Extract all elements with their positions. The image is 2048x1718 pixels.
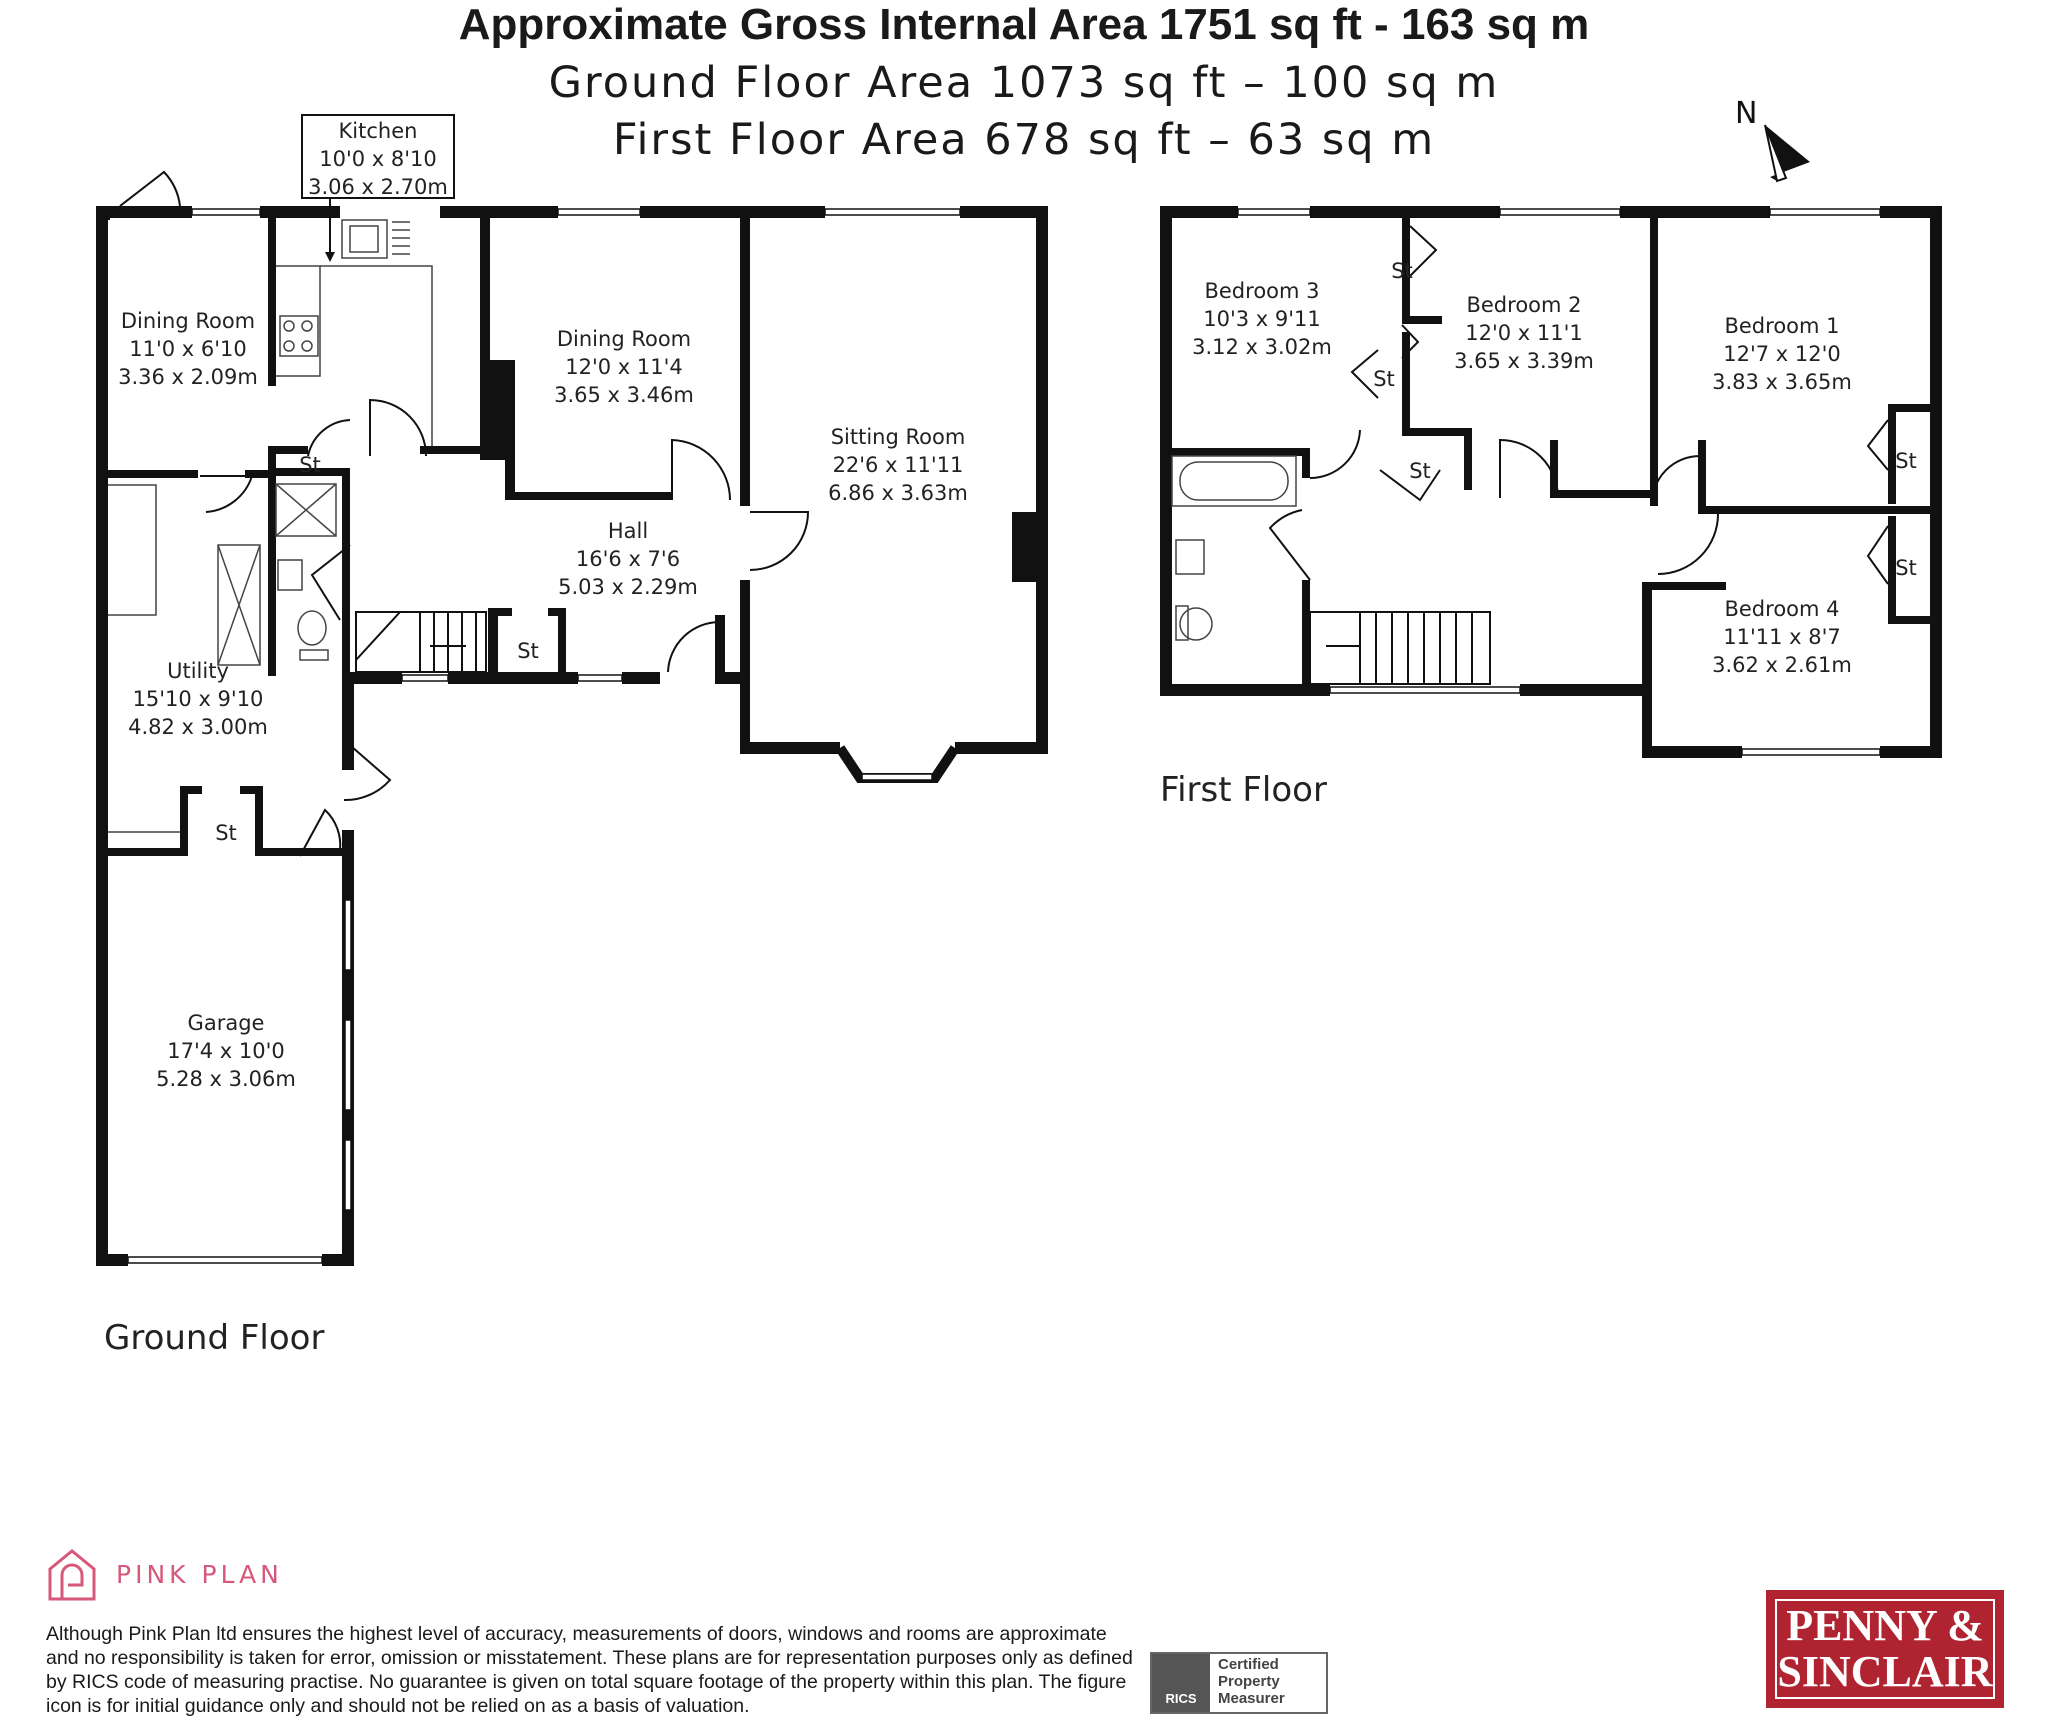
agent-line-2: SINCLAIR	[1777, 1647, 1993, 1696]
penny-sinclair-logo: PENNY & SINCLAIR	[1766, 1590, 2004, 1708]
first-bath-fittings	[1171, 455, 1297, 641]
storage-label: St	[299, 453, 321, 477]
ground-fittings	[108, 219, 433, 833]
ground-floor-walls	[96, 206, 1048, 1266]
storage-label: St	[1391, 259, 1413, 283]
rics-line: Measurer	[1218, 1690, 1285, 1707]
agent-line-1: PENNY &	[1786, 1601, 1984, 1650]
first-stairs	[1309, 611, 1491, 685]
storage-label: St	[517, 639, 539, 663]
disclaimer-text: Although Pink Plan ltd ensures the highe…	[46, 1623, 1133, 1717]
rics-line: Certified	[1218, 1656, 1279, 1673]
kitchen-callout	[301, 114, 455, 262]
ground-doors	[119, 170, 810, 857]
storage-label: St	[1895, 556, 1917, 580]
storage-label: St	[1409, 459, 1431, 483]
storage-label: St	[1895, 449, 1917, 473]
first-floor-label: First Floor	[1160, 770, 1327, 810]
compass-icon: N	[1735, 96, 1810, 183]
first-floor-walls	[1160, 206, 1942, 758]
first-floor-area: First Floor Area 678 sq ft – 63 sq m	[612, 115, 1436, 165]
pink-plan-text: PINK PLAN	[116, 1559, 283, 1589]
ground-stairs	[355, 611, 487, 673]
pink-plan-brand: PINK PLAN	[46, 1545, 283, 1603]
storage-label: St	[215, 821, 237, 845]
storage-label: St	[1373, 367, 1395, 391]
rics-certified-text: Certified Property Measurer	[1210, 1654, 1326, 1712]
compass-letter: N	[1735, 96, 1757, 131]
rics-logo-icon: RICS	[1152, 1654, 1210, 1712]
ground-floor-label: Ground Floor	[104, 1318, 325, 1358]
rics-line: Property	[1218, 1673, 1280, 1690]
pink-plan-house-icon	[48, 1549, 96, 1601]
first-doors	[1268, 225, 1889, 585]
rics-badge: RICS Certified Property Measurer	[1150, 1652, 1328, 1714]
ground-floor-area: Ground Floor Area 1073 sq ft – 100 sq m	[548, 58, 1500, 108]
area-title: Approximate Gross Internal Area 1751 sq …	[458, 0, 1590, 49]
